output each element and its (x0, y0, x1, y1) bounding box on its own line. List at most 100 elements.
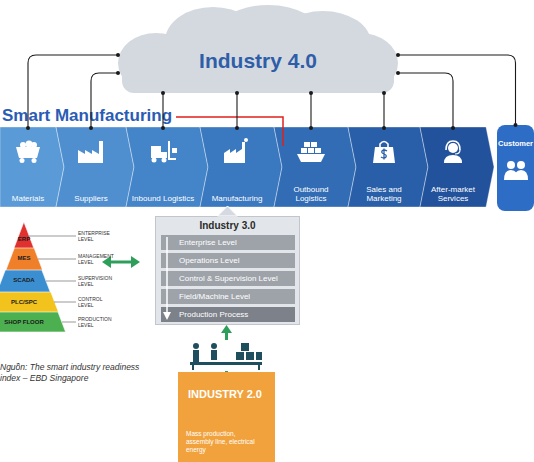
workers-icon-part (193, 350, 199, 362)
value-chain-stage: Suppliers (63, 128, 119, 206)
value-chain-band-part (420, 127, 494, 207)
connector-dot (116, 53, 120, 57)
overlay-graphics-part (46, 281, 76, 282)
stage-icon (369, 138, 399, 164)
stage-icon-part (162, 158, 167, 163)
connector (396, 53, 518, 127)
workers-icon-part (258, 365, 260, 370)
workers-icon-part (211, 350, 217, 360)
stage-icon (76, 138, 106, 164)
cloud-title: Industry 4.0 (118, 49, 398, 73)
pyramid-shape-part (6, 248, 42, 270)
value-chain-band-part (56, 127, 134, 207)
connector (26, 53, 120, 130)
overlay-graphics-part (62, 322, 76, 323)
pyramid-shape-part (0, 312, 66, 332)
pyramid-shape-part (0, 292, 58, 312)
stage-icon-part (20, 158, 25, 163)
connector-line (28, 55, 118, 128)
pyramid-shape-part (14, 222, 34, 248)
value-chain-band-part (274, 127, 356, 207)
overlay-graphics-part (29, 236, 76, 237)
stage-icon (148, 138, 178, 164)
connector (382, 91, 386, 130)
value-chain-band-part (200, 127, 282, 207)
stage-icon (438, 138, 468, 164)
value-chain-band-part (0, 127, 494, 207)
stage-icon (296, 138, 326, 164)
connector-dot (514, 123, 518, 127)
connector-dot (161, 126, 165, 130)
box-title: Industry 3.0 (156, 220, 299, 231)
level-note: ENTERPRISE LEVEL (78, 230, 108, 242)
level-note: MANAGEMENT LEVEL (78, 253, 108, 265)
stage-icon-part (373, 147, 395, 163)
stage-icon-part (151, 141, 177, 163)
overlay-graphics-part (110, 261, 132, 264)
stage-icon-part (224, 142, 245, 163)
connector (221, 325, 232, 372)
workers-icon-part (211, 343, 217, 349)
connector-dot (161, 91, 165, 95)
stage-icon-part (78, 141, 103, 163)
level-note: SUPERVISION LEVEL (78, 275, 108, 287)
cloud-node: Industry 4.0 (118, 5, 398, 93)
stage-icon-part (32, 158, 37, 163)
pyramid-layer: SCADA (0, 270, 51, 292)
stage-icon-part (381, 149, 387, 160)
pyramid-level-text: MES (6, 255, 42, 262)
level-label: Field/Machine Level (179, 289, 250, 304)
value-chain-band-part (0, 127, 64, 207)
value-chain-stage: Manufacturing (209, 128, 265, 206)
stage-icon-part (16, 147, 40, 158)
industry-2-box: INDUSTRY 2.0Mass production, assembly li… (178, 372, 275, 462)
workers-icon-part (192, 365, 194, 370)
pyramid-level-text: ERP (14, 236, 34, 243)
connector-line (162, 93, 163, 128)
box-body: Mass production, assembly line, electric… (186, 430, 256, 454)
connector-dot (382, 91, 386, 95)
workers-icon-part (193, 343, 199, 349)
workers-icon-part (190, 362, 262, 365)
connector-line (398, 55, 516, 125)
overlay-graphics-part (131, 256, 140, 268)
overlay-graphics-part (176, 117, 283, 146)
level-bar: Control & Supervision Level (161, 271, 295, 286)
level-bar: Field/Machine Level (161, 289, 295, 304)
stage-icon-part (16, 141, 40, 164)
arrow-head (221, 325, 232, 333)
pyramid-layer: PLC/SPC (0, 292, 58, 312)
connector-dot (26, 126, 30, 130)
stage-icon-part (448, 143, 458, 153)
connector-dot (396, 71, 400, 75)
connector (396, 71, 455, 130)
value-chain-stage: Inbound Logistics (135, 128, 191, 206)
pyramid-level-text: SCADA (0, 277, 51, 284)
stage-icon-part (168, 141, 170, 160)
connector-dot (309, 126, 313, 130)
connector-dot (382, 126, 386, 130)
level-label: Control & Supervision Level (179, 271, 278, 286)
stage-icon-part (152, 158, 157, 163)
stage-icon-part (78, 141, 103, 163)
connector (218, 206, 238, 216)
customer-box: Customer (497, 125, 534, 211)
stage-label: After-market Services (421, 185, 485, 203)
connector-dot (235, 91, 239, 95)
workers-icon-part (236, 352, 244, 360)
value-chain-stage: Materials (4, 128, 52, 206)
stage-icon-part (455, 150, 460, 154)
stage-label: Sales and Marketing (352, 185, 416, 203)
connector-line (227, 214, 228, 216)
connector-dot (396, 53, 400, 57)
level-note: PRODUCTION LEVEL (78, 316, 108, 328)
stage-label: Suppliers (59, 194, 123, 203)
customer-label: Customer (497, 139, 534, 148)
stage-icon-part (301, 142, 321, 153)
stage-icon (222, 138, 252, 164)
value-chain-band-part (126, 127, 208, 207)
customer-icon (501, 159, 531, 181)
level-label: Production Process (179, 307, 248, 322)
stage-icon-part (297, 142, 325, 162)
